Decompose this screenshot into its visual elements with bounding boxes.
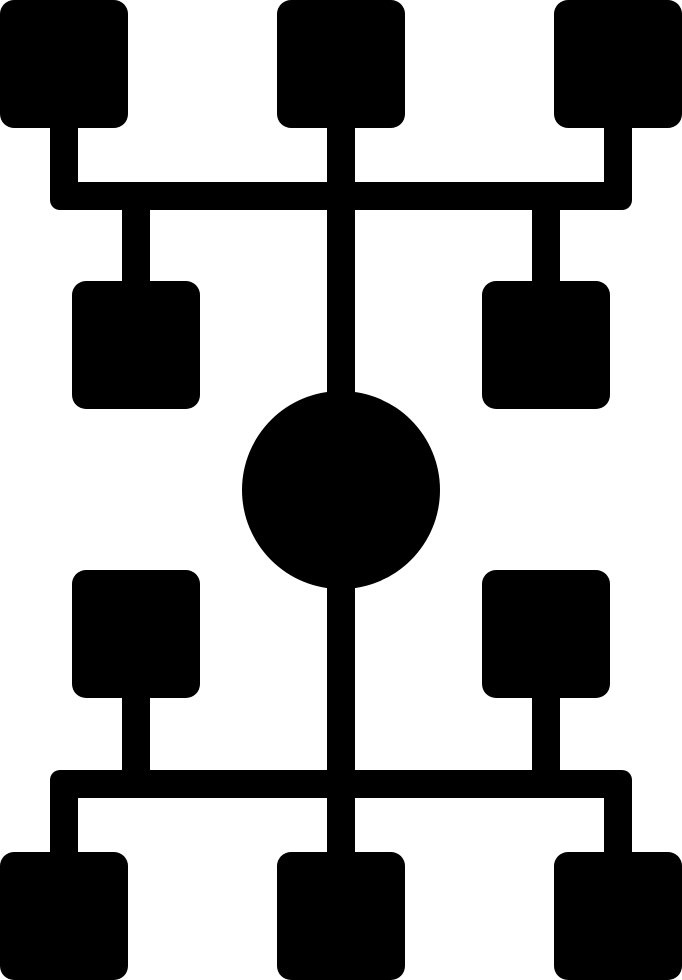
node-lower-mid-left [72, 570, 200, 698]
connector-bottom-left-stem [50, 780, 78, 860]
node-top-center [277, 0, 405, 128]
node-lower-mid-right [482, 570, 610, 698]
connector-bottom-bus [50, 770, 632, 798]
node-bottom-right [554, 852, 682, 980]
connector-top-bus [50, 182, 632, 210]
connector-upper-left-drop [122, 200, 150, 290]
node-upper-mid-left [72, 281, 200, 409]
connector-upper-right-drop [532, 200, 560, 290]
node-top-left [0, 0, 128, 128]
node-bottom-center [277, 852, 405, 980]
connector-bottom-right-stem [604, 780, 632, 860]
connector-lower-right-rise [532, 690, 560, 780]
node-hub-circle [242, 391, 440, 589]
node-bottom-left [0, 852, 128, 980]
connector-lines [50, 120, 632, 860]
connector-top-left-stem [50, 120, 78, 200]
node-upper-mid-right [482, 281, 610, 409]
connector-lower-left-rise [122, 690, 150, 780]
connector-top-right-stem [604, 120, 632, 200]
node-top-right [554, 0, 682, 128]
